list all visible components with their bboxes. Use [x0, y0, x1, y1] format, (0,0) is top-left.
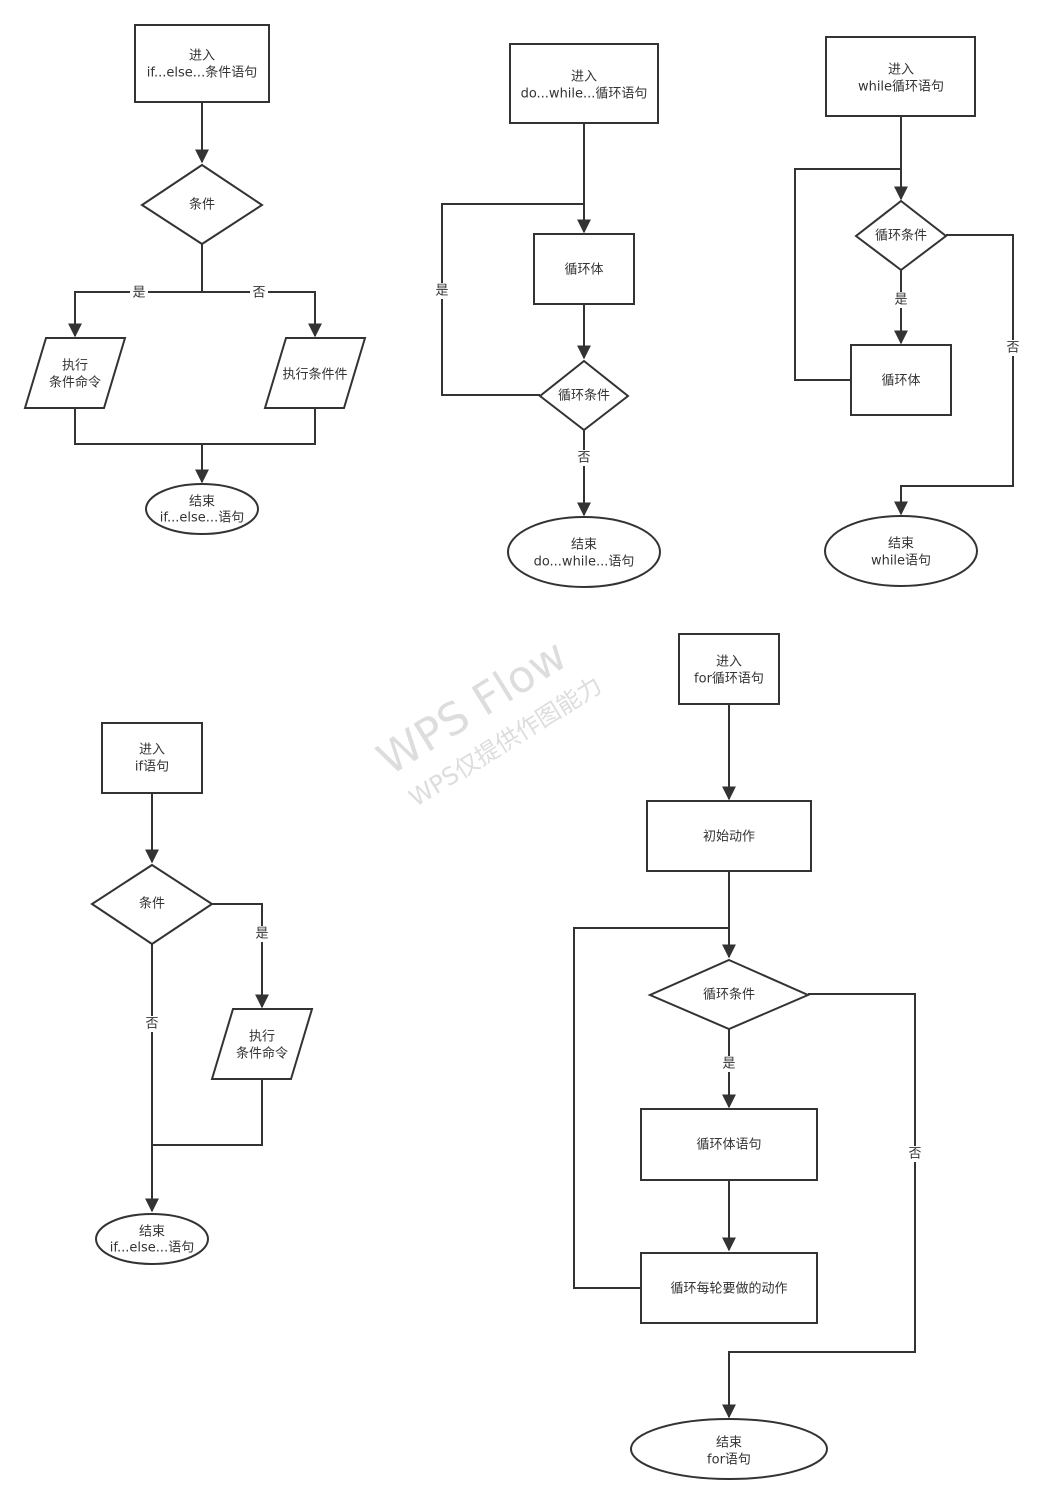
body-label: 循环体 [564, 263, 603, 278]
init-label: 初始动作 [703, 830, 755, 845]
step-label: 循环每轮要做的动作 [670, 1281, 787, 1297]
flowchart-if: 是 否 进入 if语句 条件 执行 条件命令 结束 if...else...语句 [90, 722, 314, 1265]
edge-label-no: 否 [577, 451, 590, 466]
end-label-line1: 结束 [888, 537, 914, 552]
yes-action-label-line1: 执行 [62, 359, 88, 374]
condition-diamond [140, 163, 264, 246]
condition-diamond [90, 863, 214, 946]
end-ellipse [145, 483, 259, 535]
watermark: WPS Flow WPS仅提供作图能力 [369, 630, 607, 813]
edge-label-no: 否 [145, 1017, 158, 1032]
edge-label-no: 否 [1006, 341, 1019, 356]
edge-label-yes: 是 [894, 293, 907, 308]
edge-condition-no [894, 234, 1014, 516]
body-node [640, 1108, 818, 1181]
end-label-line2: while语句 [871, 554, 931, 569]
edge-label-no: 否 [252, 286, 265, 301]
action-label-line1: 执行 [249, 1030, 275, 1045]
action-label-line2: 条件命令 [236, 1046, 288, 1062]
edge-label-yes: 是 [435, 284, 448, 299]
edge-label-yes: 是 [132, 286, 145, 301]
edge-condition-no [202, 291, 322, 338]
flowchart-while: 是 否 进入 while循环语句 循环条件 循环体 结束 while语句 [794, 36, 1022, 587]
end-ellipse [630, 1418, 828, 1480]
condition-label: 循环条件 [703, 987, 755, 1003]
start-node-label-line2: for循环语句 [694, 672, 764, 687]
end-label-line1: 结束 [139, 1225, 165, 1240]
start-node [134, 24, 270, 103]
end-label-line1: 结束 [716, 1436, 742, 1451]
start-node-label-line1: 进入 [139, 743, 165, 758]
end-label-line2: if...else...语句 [110, 1241, 194, 1256]
edge-label-yes: 是 [722, 1057, 735, 1072]
start-node-label-line1: 进入 [888, 63, 914, 78]
yes-action-label-line2: 条件命令 [49, 375, 101, 391]
end-label-line2: if...else...语句 [160, 511, 244, 526]
start-node-label-line2: do...while...循环语句 [521, 87, 648, 102]
start-node-label-line2: if语句 [135, 760, 169, 775]
edge-merge [74, 408, 316, 445]
step-node [640, 1252, 818, 1324]
condition-label: 条件 [139, 896, 165, 912]
edge-label-yes: 是 [255, 927, 268, 942]
flowchart-do-while: 是 否 进入 do...while...循环语句 循环体 循环条件 结束 do.… [433, 43, 661, 588]
end-ellipse [824, 515, 978, 587]
body-node [533, 233, 635, 305]
condition-label: 循环条件 [875, 228, 927, 244]
start-node-label-line1: 进入 [716, 655, 742, 670]
start-node-label-line2: if...else...条件语句 [147, 65, 257, 81]
edge-condition-yes [212, 903, 269, 1009]
action-parallelogram [210, 1008, 314, 1080]
condition-diamond [647, 958, 811, 1031]
edge-condition-no [722, 993, 916, 1419]
flowchart-for: 是 否 进入 for循环语句 初始动作 循环条件 循环体语句 循环每轮要做的动作… [573, 633, 924, 1480]
yes-action-parallelogram [23, 337, 127, 409]
start-node [101, 722, 203, 794]
start-node-label-line2: while循环语句 [858, 80, 944, 95]
edge-action-merge [152, 1079, 263, 1146]
start-node [509, 43, 659, 124]
condition-label: 条件 [189, 197, 215, 213]
start-node [678, 633, 780, 705]
edge-loop-back [794, 168, 901, 381]
end-label-line2: for语句 [707, 1453, 751, 1468]
init-node [646, 800, 812, 872]
condition-label: 循环条件 [558, 388, 610, 404]
no-action-label: 执行条件件 [282, 367, 347, 383]
body-label: 循环体语句 [696, 1138, 761, 1153]
end-label-line1: 结束 [189, 495, 215, 510]
condition-diamond [538, 359, 630, 432]
end-label-line2: do...while...语句 [534, 555, 635, 570]
edge-loop-back [441, 203, 584, 396]
edge-loop-back [573, 927, 729, 1289]
start-node-label-line1: 进入 [571, 70, 597, 85]
condition-diamond [854, 199, 948, 272]
end-label-line1: 结束 [571, 538, 597, 553]
end-ellipse [507, 516, 661, 588]
no-action-parallelogram [263, 337, 367, 409]
flowchart-if-else: 是 否 进入 if...else...条件语句 条件 执行 条件命令 执行条件件… [23, 24, 367, 535]
start-node [825, 36, 976, 117]
end-ellipse [95, 1213, 209, 1265]
body-node [850, 344, 952, 416]
start-node-label-line1: 进入 [189, 49, 215, 64]
body-label: 循环体 [881, 374, 920, 389]
edge-label-no: 否 [908, 1147, 921, 1162]
